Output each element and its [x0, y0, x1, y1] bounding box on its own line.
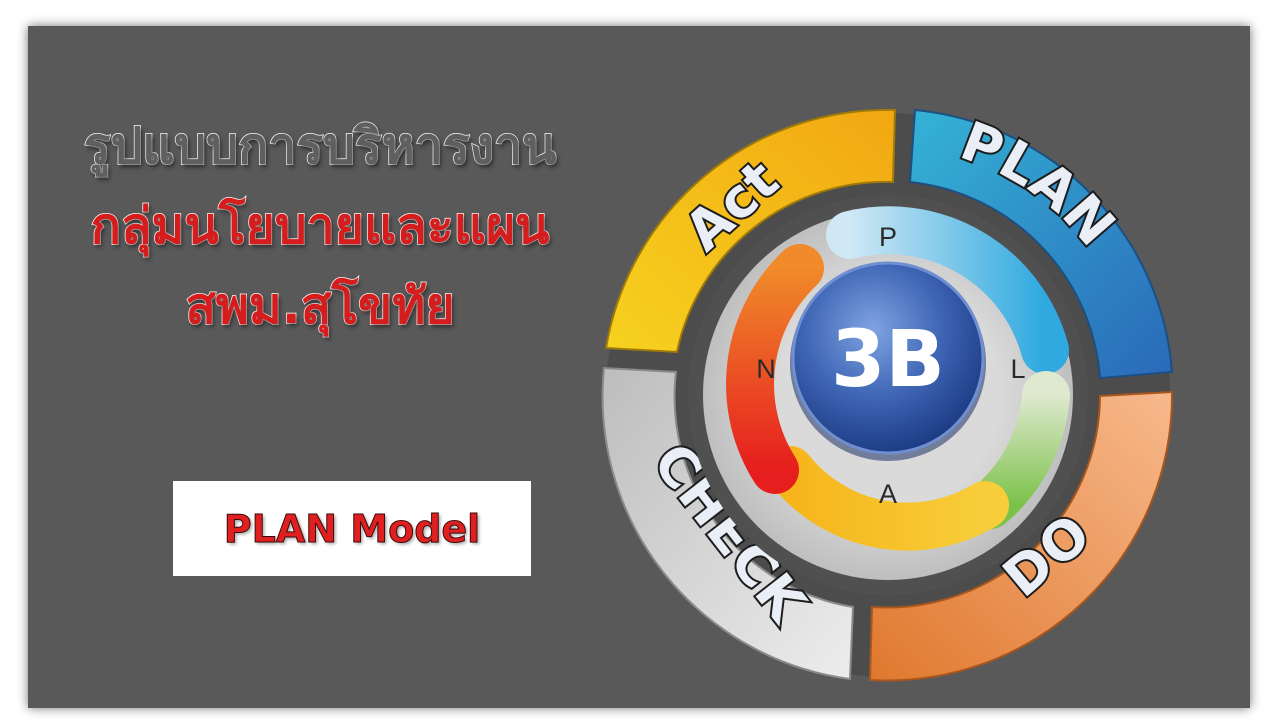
inner-arc-n — [726, 244, 824, 494]
plan-model-label: PLAN Model — [223, 506, 481, 551]
segment-act — [604, 108, 897, 354]
center-circle — [791, 261, 985, 455]
inner-arc-a — [766, 446, 1009, 551]
title-line-1: รูปแบบการบริหารงาน — [83, 116, 557, 176]
inner-letter-p: P — [879, 222, 897, 252]
inner-letter-a: A — [879, 479, 897, 509]
segment-check — [601, 366, 855, 681]
center-label: 3B — [831, 315, 945, 405]
inner-letter-l: L — [1010, 354, 1025, 384]
plan-model-box: PLAN Model — [173, 481, 531, 576]
segment-plan — [908, 108, 1174, 380]
segment-do — [868, 390, 1174, 682]
title-line-3: สพม.สุโขทัย — [185, 276, 456, 336]
title-line-2: กลุ่มนโยบายและแผน — [90, 196, 550, 256]
inner-letter-n: N — [756, 354, 776, 384]
inner-arc-p — [826, 206, 1069, 374]
